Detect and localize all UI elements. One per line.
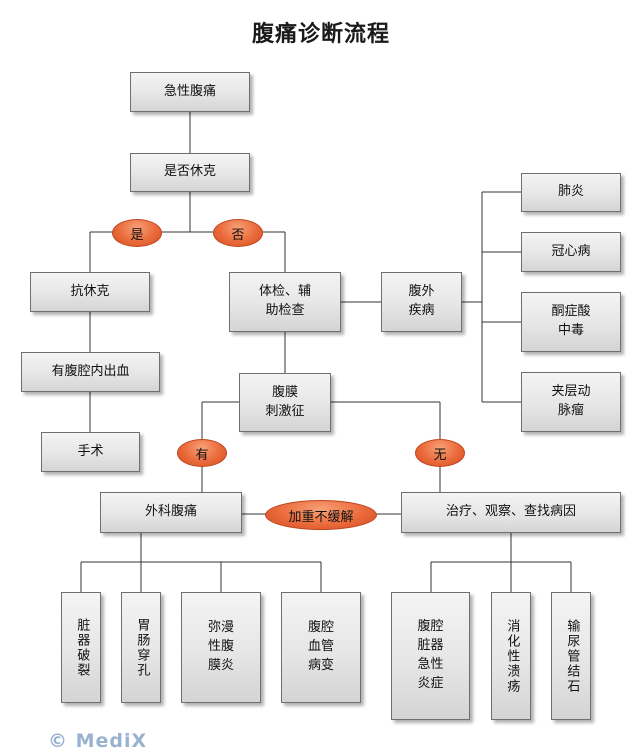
node-intra-abdominal-bleeding: 有腹腔内出血 bbox=[21, 352, 160, 392]
node-organ-rupture-label: 脏器破裂 bbox=[74, 617, 90, 678]
page-title: 腹痛诊断流程 bbox=[251, 21, 390, 47]
node-surgical-abdomen: 外科腹痛 bbox=[100, 492, 242, 533]
label-present: 有 bbox=[177, 439, 227, 467]
node-organ-inflammation: 腹腔 脏器 急性 炎症 bbox=[391, 592, 470, 720]
label-worsening: 加重不缓解 bbox=[265, 500, 377, 530]
node-peptic-ulcer: 消化性溃疡 bbox=[491, 592, 531, 720]
label-no: 否 bbox=[213, 219, 263, 247]
node-gi-perforation-label: 胃肠穿孔 bbox=[134, 617, 150, 678]
node-acute-abdominal-pain: 急性腹痛 bbox=[130, 72, 250, 112]
watermark: © MediX bbox=[48, 730, 148, 752]
node-ureteral-stone: 输尿管结石 bbox=[551, 592, 591, 720]
node-peptic-ulcer-label: 消化性溃疡 bbox=[504, 618, 520, 694]
node-gi-perforation: 胃肠穿孔 bbox=[121, 592, 161, 703]
node-diffuse-peritonitis: 弥漫 性腹 膜炎 bbox=[181, 592, 261, 703]
node-exam: 体检、辅 助检查 bbox=[229, 272, 341, 332]
node-aortic-dissection: 夹层动 脉瘤 bbox=[521, 372, 621, 432]
node-anti-shock: 抗休克 bbox=[30, 272, 150, 312]
node-ketoacidosis: 酮症酸 中毒 bbox=[521, 292, 621, 352]
node-pneumonia: 肺炎 bbox=[521, 173, 621, 212]
node-surgery: 手术 bbox=[41, 432, 140, 472]
node-extra-abdominal: 腹外 疾病 bbox=[381, 272, 462, 332]
node-peritoneal-irritation: 腹膜 刺激征 bbox=[239, 373, 331, 432]
node-treat-observe: 治疗、观察、查找病因 bbox=[401, 492, 621, 533]
label-absent: 无 bbox=[415, 439, 465, 467]
node-coronary: 冠心病 bbox=[521, 232, 621, 272]
node-ureteral-stone-label: 输尿管结石 bbox=[564, 618, 580, 694]
node-shock-check: 是否休克 bbox=[130, 153, 250, 192]
node-vascular-lesion: 腹腔 血管 病变 bbox=[281, 592, 361, 703]
label-yes: 是 bbox=[112, 219, 162, 247]
node-organ-rupture: 脏器破裂 bbox=[61, 592, 101, 703]
